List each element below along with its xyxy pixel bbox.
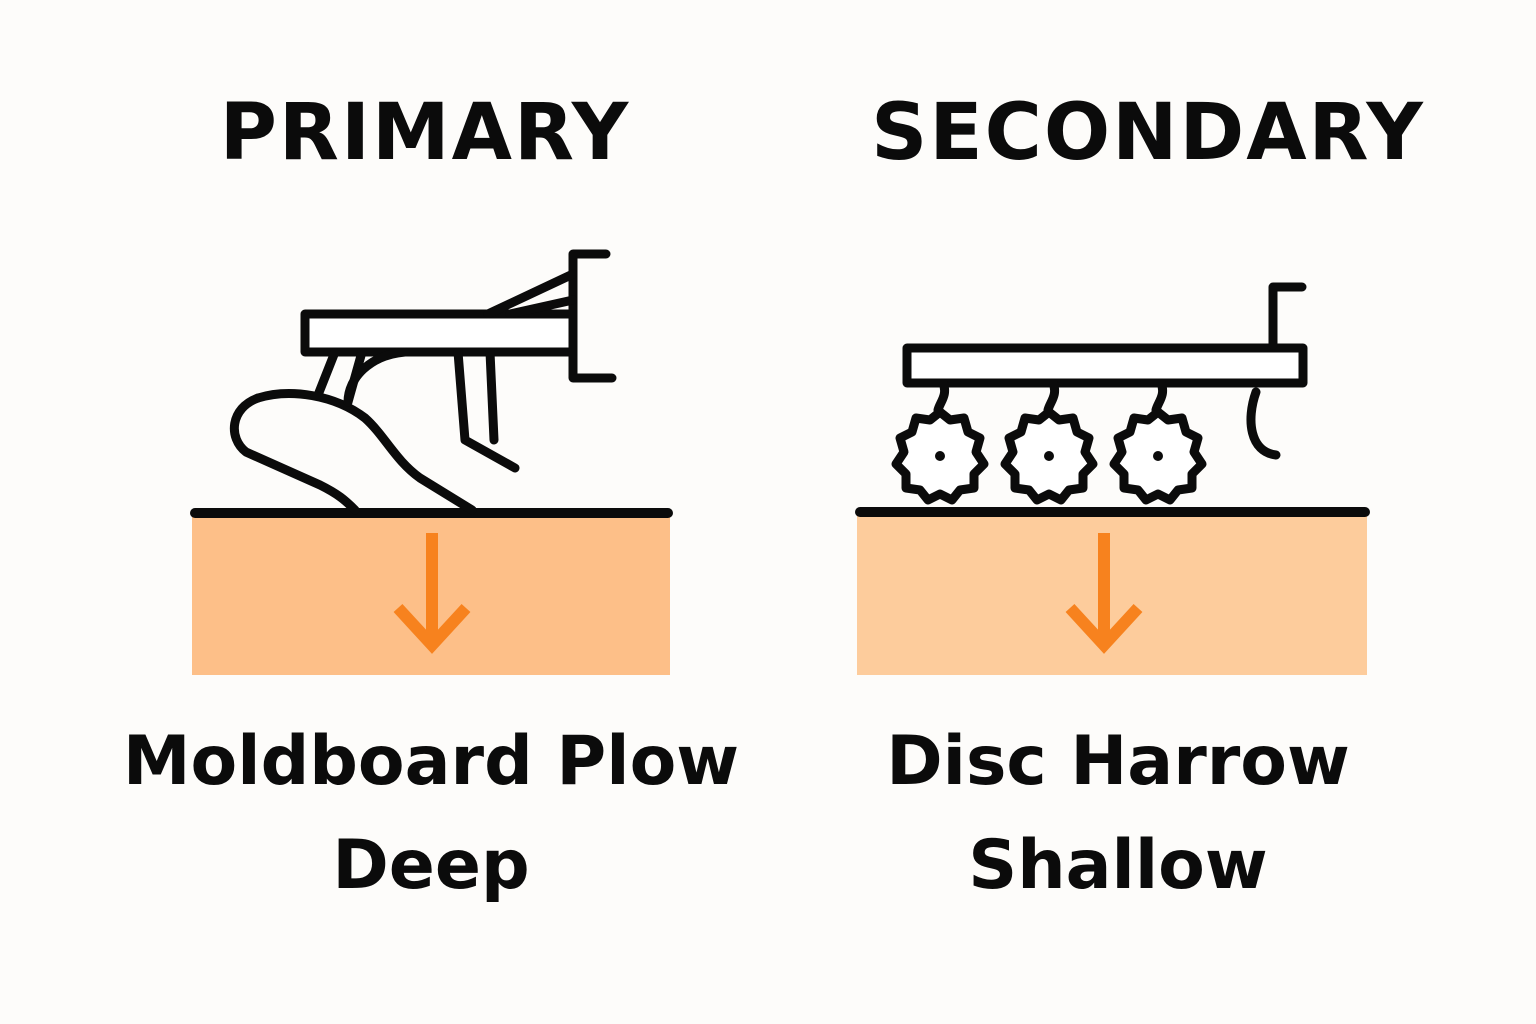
secondary-illustration <box>855 282 1370 675</box>
secondary-depth-arrow-icon <box>1065 533 1143 654</box>
secondary-tillage-panel: SECONDARY <box>768 0 1536 1024</box>
primary-heading: PRIMARY <box>219 88 631 178</box>
primary-illustration <box>190 249 673 675</box>
primary-tool-name: Moldboard Plow <box>122 722 740 801</box>
primary-depth-arrow-icon <box>393 533 471 654</box>
moldboard-plow-icon <box>229 249 617 515</box>
secondary-depth-label: Shallow <box>968 826 1268 905</box>
disc-blade-icon <box>1000 407 1098 505</box>
disc-blades <box>891 407 1207 505</box>
secondary-tool-name: Disc Harrow <box>886 722 1350 801</box>
disc-blade-icon <box>1109 407 1207 505</box>
primary-depth-label: Deep <box>332 826 530 905</box>
secondary-heading: SECONDARY <box>871 88 1425 178</box>
primary-tillage-panel: PRIMARY Moldbo <box>123 88 739 905</box>
disc-blade-icon <box>891 407 989 505</box>
secondary-soil-block <box>857 515 1367 675</box>
disc-harrow-icon <box>902 282 1308 460</box>
